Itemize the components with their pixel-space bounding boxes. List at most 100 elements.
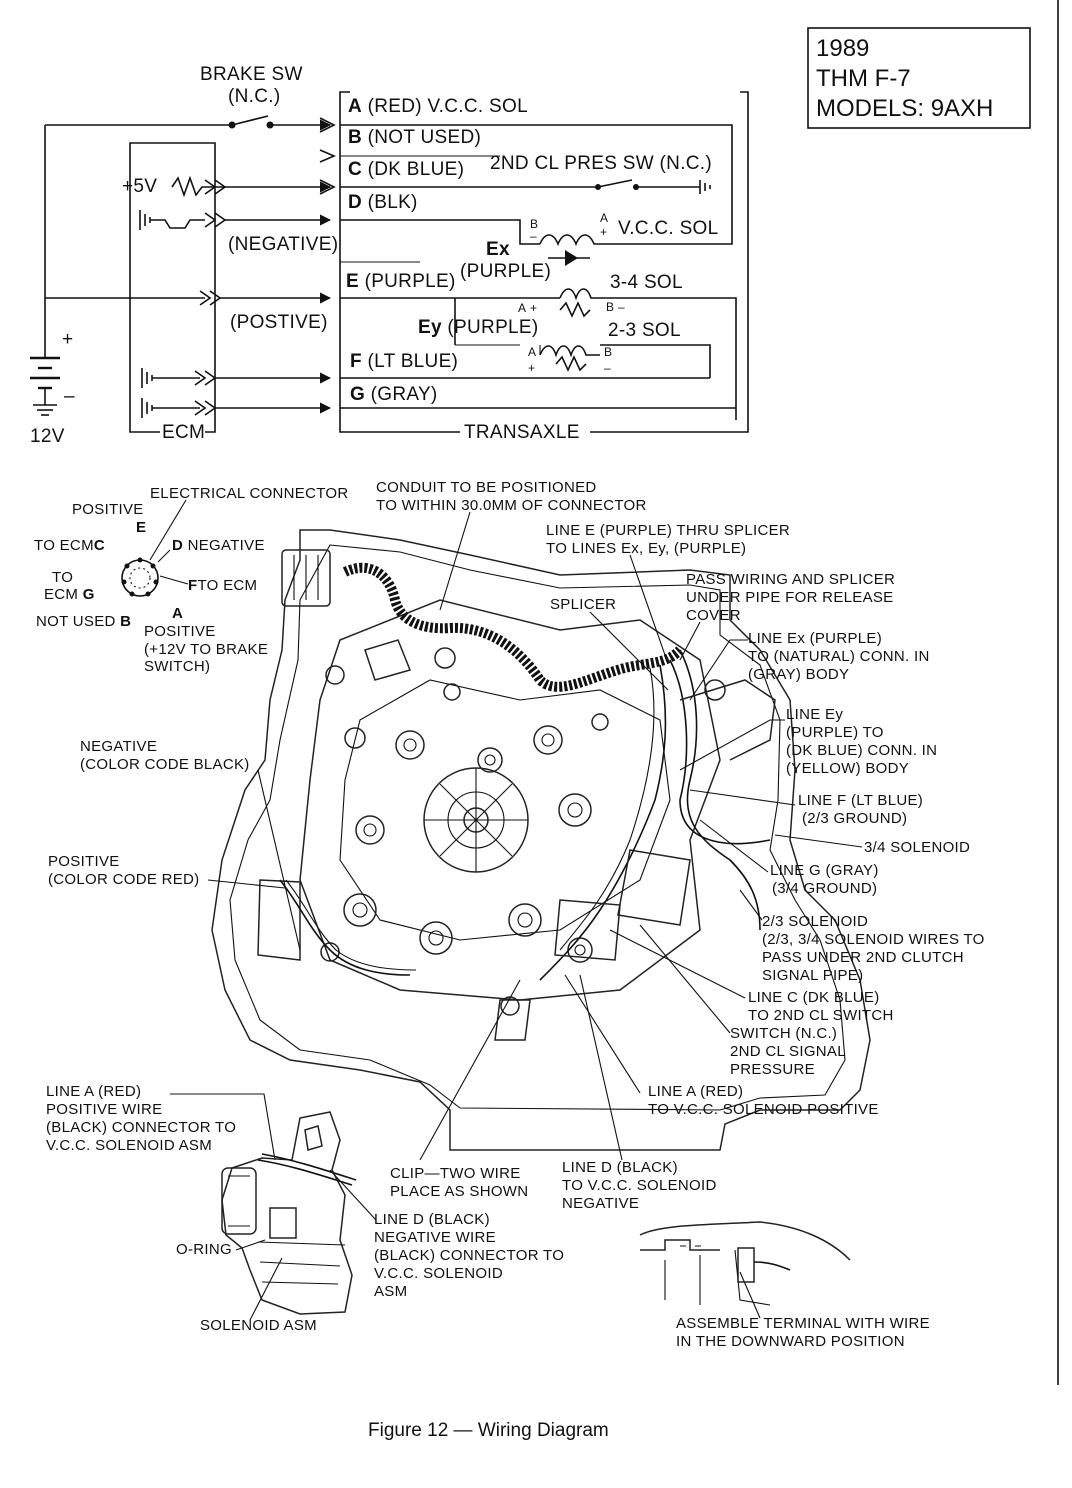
connector-not-used: NOT USED B	[36, 613, 131, 630]
callout-line-f-2: (2/3 GROUND)	[802, 810, 907, 827]
callout-assemble-1: ASSEMBLE TERMINAL WITH WIRE	[676, 1315, 930, 1332]
svg-text:B: B	[530, 217, 538, 231]
pres-sw-ground	[699, 180, 711, 194]
callout-line-f-1: LINE F (LT BLUE)	[798, 792, 923, 809]
postive-label: (POSTIVE)	[230, 312, 328, 333]
pin-g-label: G (GRAY)	[350, 384, 438, 405]
callout-sol23-2: (2/3, 3/4 SOLENOID WIRES TO	[762, 931, 985, 948]
ey-label: Ey (PURPLE)	[418, 317, 539, 338]
pin-c-label: C (DK BLUE)	[348, 159, 464, 180]
pres-sw-line	[340, 179, 700, 188]
svg-text:B: B	[606, 300, 614, 314]
ex-purple-label: (PURPLE)	[460, 261, 551, 282]
callout-positive-2: (COLOR CODE RED)	[48, 871, 199, 888]
schematic: BRAKE SW (N.C.) ECM + – 12V +	[30, 64, 749, 447]
transaxle-valve-body-illustration	[211, 529, 871, 1151]
connector-a-brake1: (+12V TO BRAKE	[144, 641, 268, 658]
connector-d: D NEGATIVE	[172, 537, 265, 554]
terminal-detail	[639, 1221, 851, 1306]
callout-oring: O-RING	[176, 1241, 232, 1258]
callout-sol23-3: PASS UNDER 2ND CLUTCH	[762, 949, 964, 966]
svg-text:–: –	[618, 300, 625, 314]
badge-models: MODELS: 9AXH	[816, 95, 993, 122]
svg-text:B: B	[604, 345, 612, 359]
callout-clip-2: PLACE AS SHOWN	[390, 1183, 528, 1200]
svg-text:–: –	[530, 229, 537, 243]
callout-sol23-4: SIGNAL PIPE)	[762, 967, 863, 984]
transaxle-label: TRANSAXLE	[464, 422, 580, 443]
connector-f: FTO ECM	[188, 577, 257, 594]
callouts: CONDUIT TO BE POSITIONED TO WITHIN 30.0M…	[46, 479, 985, 1350]
callout-line-g-1: LINE G (GRAY)	[770, 862, 879, 879]
callout-pass-1: PASS WIRING AND SPLICER	[686, 571, 895, 588]
callout-line-ex-2: TO (NATURAL) CONN. IN	[748, 648, 930, 665]
callout-splicer: SPLICER	[550, 596, 616, 613]
callout-line-e-1: LINE E (PURPLE) THRU SPLICER	[546, 522, 790, 539]
callout-positive-1: POSITIVE	[48, 853, 120, 870]
callout-switch-3: PRESSURE	[730, 1061, 815, 1078]
callout-line-d-b3: (BLACK) CONNECTOR TO	[374, 1247, 564, 1264]
vcc-solenoid-block	[617, 849, 691, 926]
pin-b-label: B (NOT USED)	[348, 127, 481, 148]
callout-line-c-2: TO 2ND CL SWITCH	[748, 1007, 894, 1024]
connector-a: A	[172, 605, 183, 622]
brake-sw-label: BRAKE SW	[200, 64, 303, 85]
battery-symbol	[30, 350, 60, 416]
svg-text:+: +	[528, 361, 535, 375]
negative-label: (NEGATIVE)	[228, 234, 338, 255]
svg-text:A: A	[528, 345, 536, 359]
callout-line-d-c1: LINE D (BLACK)	[562, 1159, 678, 1176]
callout-line-d-b2: NEGATIVE WIRE	[374, 1229, 496, 1246]
sol-34-label: 3-4 SOL	[610, 272, 683, 293]
wiring-conduit	[342, 562, 684, 692]
connector-e: E	[136, 519, 146, 536]
leader-lines	[170, 511, 863, 1321]
callout-line-a-l2: POSITIVE WIRE	[46, 1101, 162, 1118]
callout-sol34: 3/4 SOLENOID	[864, 839, 970, 856]
brake-switch-blade	[231, 115, 269, 126]
ground-f	[141, 368, 153, 388]
callout-line-ey-4: (YELLOW) BODY	[786, 760, 909, 777]
callout-line-e-2: TO LINES Ex, Ey, (PURPLE)	[546, 540, 746, 557]
callout-line-a-r2: TO V.C.C. SOLENOID POSITIVE	[648, 1101, 879, 1118]
callout-solenoid-asm: SOLENOID ASM	[200, 1317, 317, 1334]
badge-year: 1989	[816, 35, 869, 62]
callout-conduit-2: TO WITHIN 30.0MM OF CONNECTOR	[376, 497, 647, 514]
callout-line-d-c2: TO V.C.C. SOLENOID	[562, 1177, 717, 1194]
callout-line-d-b1: LINE D (BLACK)	[374, 1211, 490, 1228]
callout-switch-1: SWITCH (N.C.)	[730, 1025, 837, 1042]
callout-clip-1: CLIP—TWO WIRE	[390, 1165, 521, 1182]
sol-34-coil	[559, 288, 600, 301]
callout-line-ex-1: LINE Ex (PURPLE)	[748, 630, 882, 647]
callout-line-a-l4: V.C.C. SOLENOID ASM	[46, 1137, 212, 1154]
brake-nc-label: (N.C.)	[228, 86, 280, 107]
callout-pass-2: UNDER PIPE FOR RELEASE	[686, 589, 893, 606]
connector-title: ELECTRICAL CONNECTOR	[150, 485, 349, 502]
electrical-connector-face	[121, 499, 189, 597]
callout-switch-2: 2ND CL SIGNAL	[730, 1043, 846, 1060]
svg-text:–: –	[604, 361, 611, 375]
line-a	[340, 124, 733, 245]
battery-plus: +	[62, 329, 73, 350]
callout-line-ex-3: (GRAY) BODY	[748, 666, 849, 683]
battery-minus: –	[64, 386, 75, 407]
callout-line-d-b5: ASM	[374, 1283, 407, 1300]
battery-volts: 12V	[30, 426, 65, 447]
pres-sw-label: 2ND CL PRES SW (N.C.)	[490, 153, 712, 174]
callout-line-c-1: LINE C (DK BLUE)	[748, 989, 880, 1006]
callout-line-d-b4: V.C.C. SOLENOID	[374, 1265, 503, 1282]
callout-line-g-2: (3/4 GROUND)	[772, 880, 877, 897]
callout-pass-3: COVER	[686, 607, 741, 624]
vcc-sol-coil	[539, 234, 600, 247]
callout-assemble-2: IN THE DOWNWARD POSITION	[676, 1333, 905, 1350]
ex-label: Ex	[486, 239, 510, 260]
pin-d-label: D (BLK)	[348, 192, 418, 213]
plus5v-label: +5V	[122, 176, 157, 197]
callout-line-d-c3: NEGATIVE	[562, 1195, 639, 1212]
pin-a-label: A (RED) V.C.C. SOL	[348, 96, 528, 117]
pin-f-label: F (LT BLUE)	[350, 351, 458, 372]
callout-line-ey-1: LINE Ey	[786, 706, 843, 723]
callout-negative-2: (COLOR CODE BLACK)	[80, 756, 250, 773]
svg-text:+: +	[600, 225, 607, 239]
